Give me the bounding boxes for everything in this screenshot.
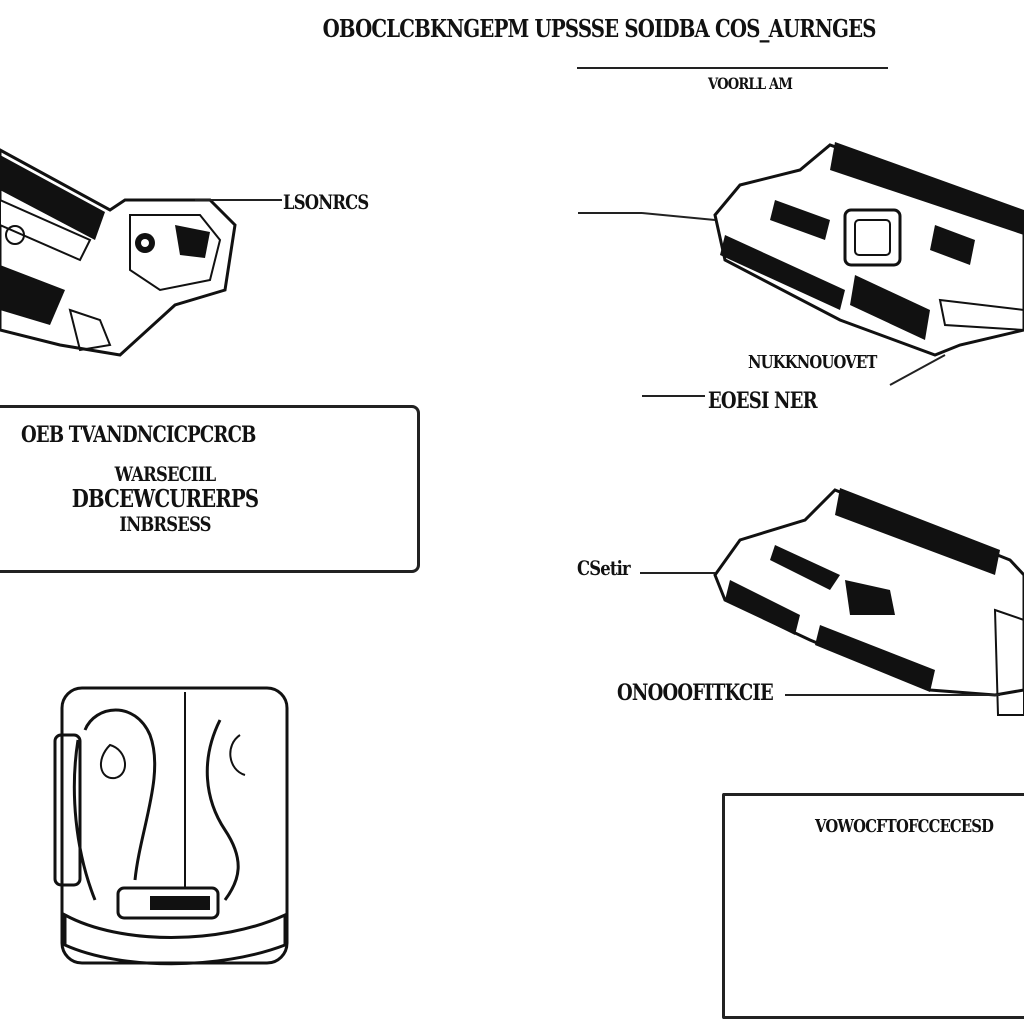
holster-clip-icon [0,148,237,357]
info-box-right: VOWOCFTOFCCECESD [722,793,1024,1019]
page-title: OBOCLCBKNGEPM UPSSSE SOIDBA COS_AURNGES [322,14,877,43]
info-box-left-line-1: OEB TVANDNCICPCRCB [21,422,256,448]
leader-line [889,354,946,386]
page-subtitle: VOORLL AM [708,74,793,93]
holster-clip-icon [713,488,1024,716]
callout-label-lower-right-upper: CSetir [577,556,631,580]
callout-label-mid-right-upper: NUKKNOUOVET [748,352,877,373]
callout-label-mid-right-lower: EOESI NER [708,388,818,414]
info-box-left-line-4: INBRSESS [119,512,211,536]
info-box-left-line-2: WARSECIIL [114,462,216,486]
callout-label-lower-right-lower: ONOOOFITKCIE [617,680,774,706]
callout-label-top-left: LSONRCS [283,190,369,214]
info-box-left-line-3: DBCEWCURERPS [71,484,259,513]
case-clip-icon [53,686,289,966]
holster-clip-icon [713,142,1024,357]
leader-line [641,212,716,221]
info-box-left: OEB TVANDNCICPCRCB WARSECIIL DBCEWCURERP… [0,405,420,573]
info-box-right-title: VOWOCFTOFCCECESD [815,816,994,837]
